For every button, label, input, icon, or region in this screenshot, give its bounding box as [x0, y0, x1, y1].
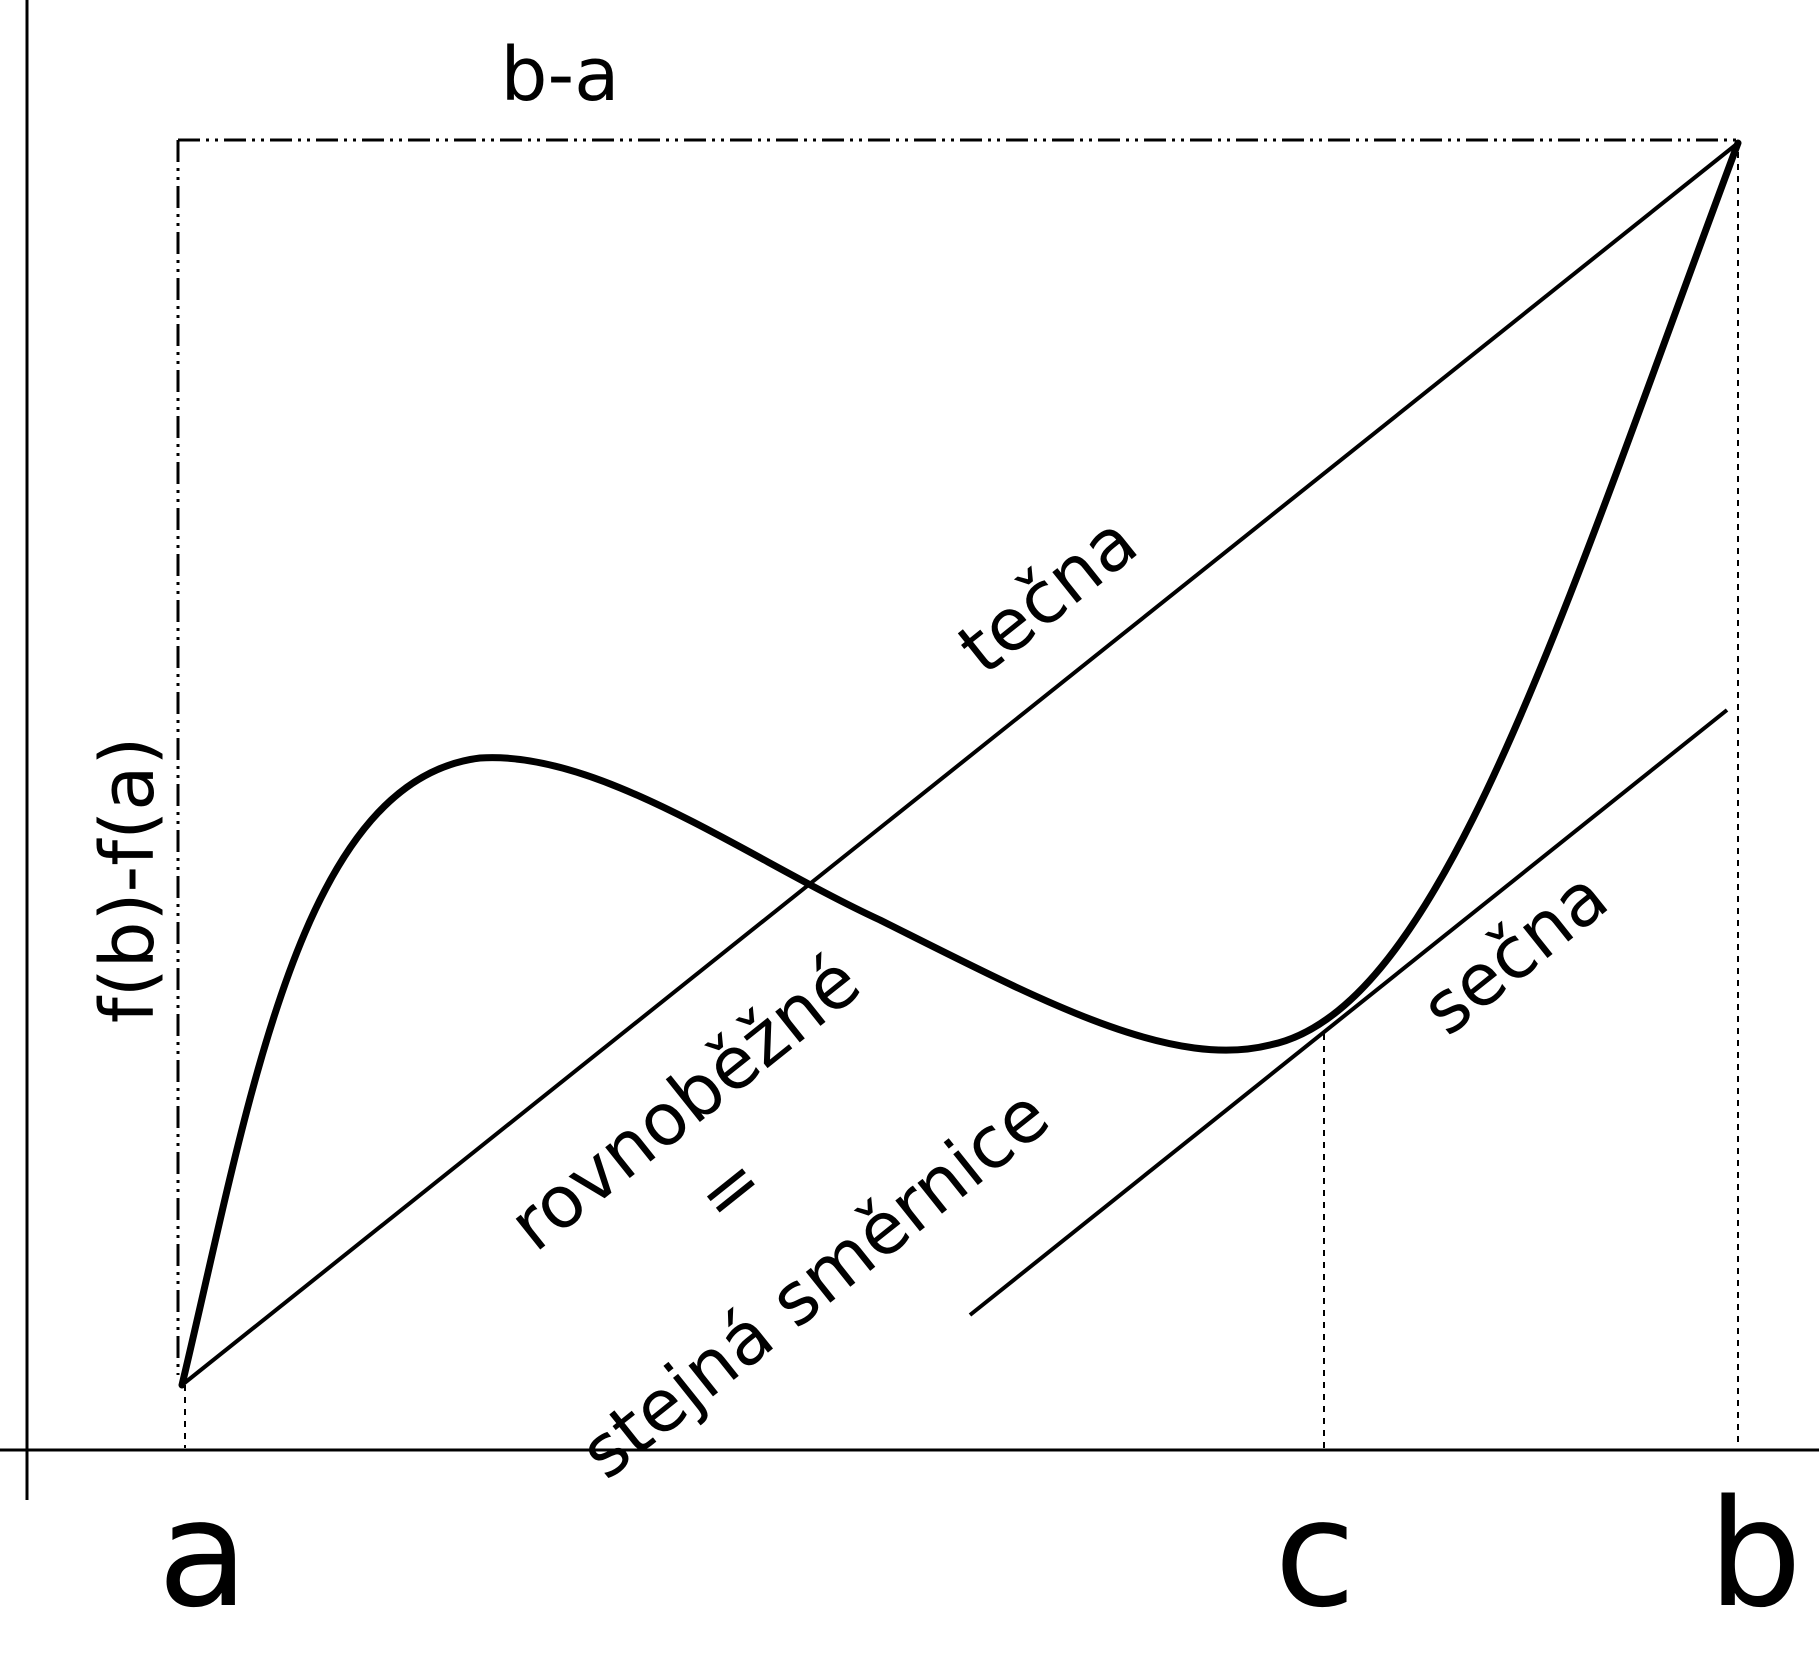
equals-label: =	[680, 1137, 780, 1240]
parallel-label: rovnoběžné	[493, 938, 875, 1267]
function-curve	[178, 139, 1742, 1389]
point-b-label: b	[1708, 1468, 1802, 1640]
point-c-label: c	[1274, 1468, 1355, 1640]
upper-line	[180, 141, 1740, 1387]
lower-line	[968, 708, 1729, 1317]
point-a-label: a	[158, 1468, 249, 1640]
height-label: f(b)-f(a)	[85, 737, 171, 1024]
upper-line-label: tečna	[942, 499, 1152, 691]
width-label: b-a	[500, 32, 619, 118]
